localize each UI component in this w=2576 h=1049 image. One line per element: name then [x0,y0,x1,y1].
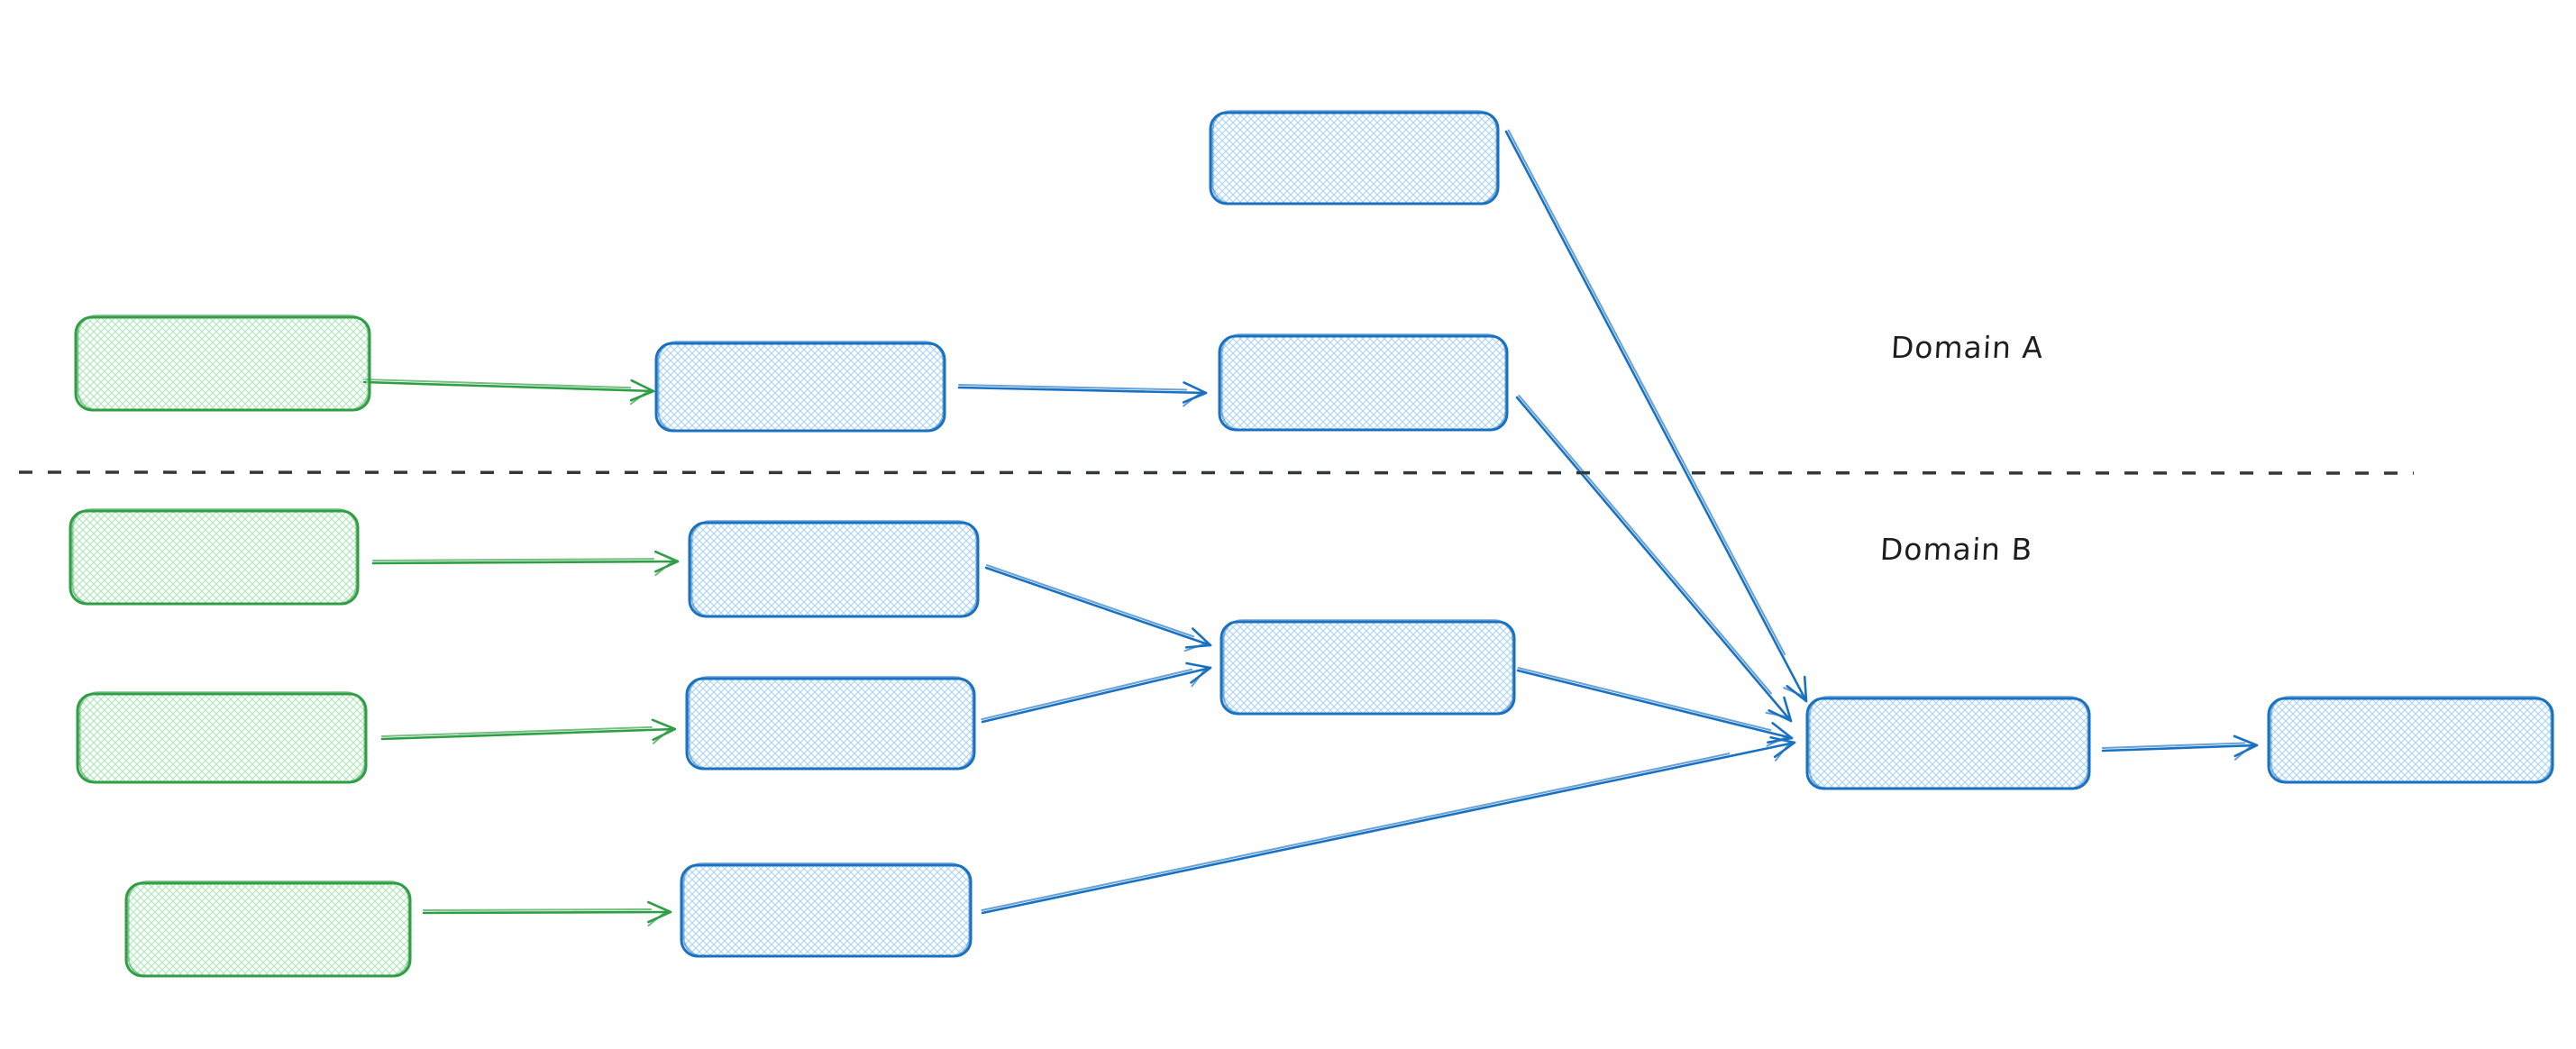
node-blue-merge [1219,618,1516,716]
node-blue-b1 [688,519,980,618]
edge-green-b2-to-blue-b2 [380,718,677,744]
node-green-a [74,314,371,412]
edge-blue-b2-to-merge [981,661,1212,724]
edge-layer [18,129,2415,927]
node-green-b3 [124,880,412,978]
node-layer [69,109,2554,978]
domain-b-label: Domain B [1878,532,2034,567]
node-blue-top [1209,109,1500,205]
node-blue-sink [1805,695,2091,790]
edge-blue-a2-to-sink [1515,395,1793,723]
edge-green-b1-to-blue-b1 [371,550,680,577]
edge-blue-a1-to-blue-a2 [957,381,1208,407]
edge-sink-to-final [2101,734,2259,761]
domain-divider-dashed-line [18,470,2415,475]
edge-blue-top-to-sink [1504,129,1808,703]
node-blue-b2 [685,675,976,771]
edge-blue-b1-to-merge [984,564,1212,652]
edge-merge-to-sink [1516,667,1794,747]
domain-a-label: Domain A [1889,330,2045,365]
edge-green-b3-to-blue-b3 [422,900,672,927]
node-blue-a2 [1218,333,1509,432]
node-blue-a1 [654,340,946,433]
edge-green-a-to-blue-a1 [362,378,655,406]
node-green-b2 [76,690,368,784]
edge-blue-b3-to-sink [981,735,1796,915]
node-blue-b3 [680,862,973,958]
node-green-b1 [69,507,360,606]
node-blue-final [2267,695,2554,784]
